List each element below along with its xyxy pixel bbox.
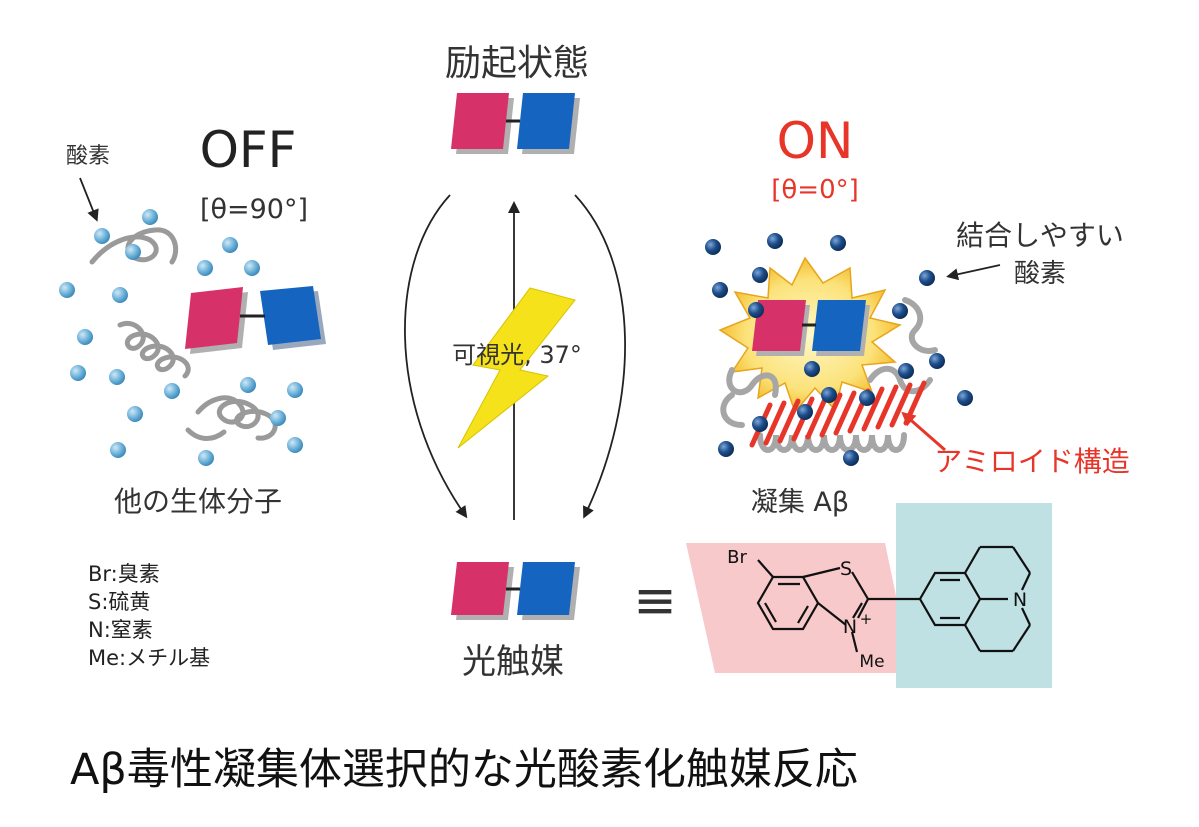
oxygen-label-off: 酸素 [66, 144, 110, 169]
binding-oxygen-pointer [946, 264, 1001, 281]
binding-oxygen-label-1: 結合しやすい [956, 219, 1124, 252]
amyloid-structure-label: アミロイド構造 [934, 445, 1129, 478]
excited-catalyst-icon [451, 93, 580, 154]
bromine-atom: Br [727, 547, 747, 568]
on-catalyst-icon [752, 300, 870, 356]
excited-state-label: 励起状態 [445, 43, 589, 84]
right-arc-arrow [574, 194, 626, 519]
element-legend: Br:臭素 S:硫黄 N:窒素 Me:メチル基 [88, 560, 210, 672]
lightning-icon [457, 287, 576, 449]
biomolecule-chains [89, 227, 278, 441]
methyl-group: Me [859, 652, 884, 672]
amyloid-pointer [901, 411, 946, 452]
chemical-structure [756, 545, 1031, 653]
equals-sign: ≡ [633, 571, 677, 631]
other-biomolecules-label: 他の生体分子 [114, 485, 282, 518]
legend-methyl: Me:メチル基 [88, 646, 211, 670]
catalyst-icon [451, 562, 580, 620]
on-label: ON [777, 112, 854, 170]
julolidine-highlight [896, 503, 1052, 688]
oxygen-pointer-arrow [79, 177, 99, 222]
catalyst-label: 光触媒 [462, 642, 564, 682]
julolidine-nitrogen: N [1013, 589, 1027, 611]
left-arc-arrow [404, 194, 468, 519]
structure-atom-labels: Br S N + Me N [727, 547, 1027, 672]
off-catalyst-icon [185, 286, 326, 354]
binding-oxygen-label-2: 酸素 [1014, 259, 1066, 289]
sulfur-atom: S [840, 558, 852, 580]
on-angle-label: [θ=0°] [771, 175, 859, 205]
off-angle-label: [θ=90°] [200, 194, 308, 225]
oxygen-balls-on [705, 233, 973, 466]
legend-sulfur: S:硫黄 [88, 590, 151, 614]
nitrogen-cation-atom: N [843, 616, 857, 638]
legend-nitrogen: N:窒素 [88, 618, 153, 642]
benzothiazolium-highlight [686, 543, 912, 673]
figure-caption: Aβ毒性凝集体選択的な光酸素化触媒反応 [70, 745, 858, 795]
off-label: OFF [200, 121, 297, 179]
light-condition-label: 可視光, 37° [452, 341, 582, 369]
legend-bromine: Br:臭素 [88, 562, 160, 586]
aggregated-abeta-label: 凝集 Aβ [751, 487, 849, 518]
oxygen-balls-off [59, 209, 303, 466]
positive-charge: + [860, 610, 873, 628]
